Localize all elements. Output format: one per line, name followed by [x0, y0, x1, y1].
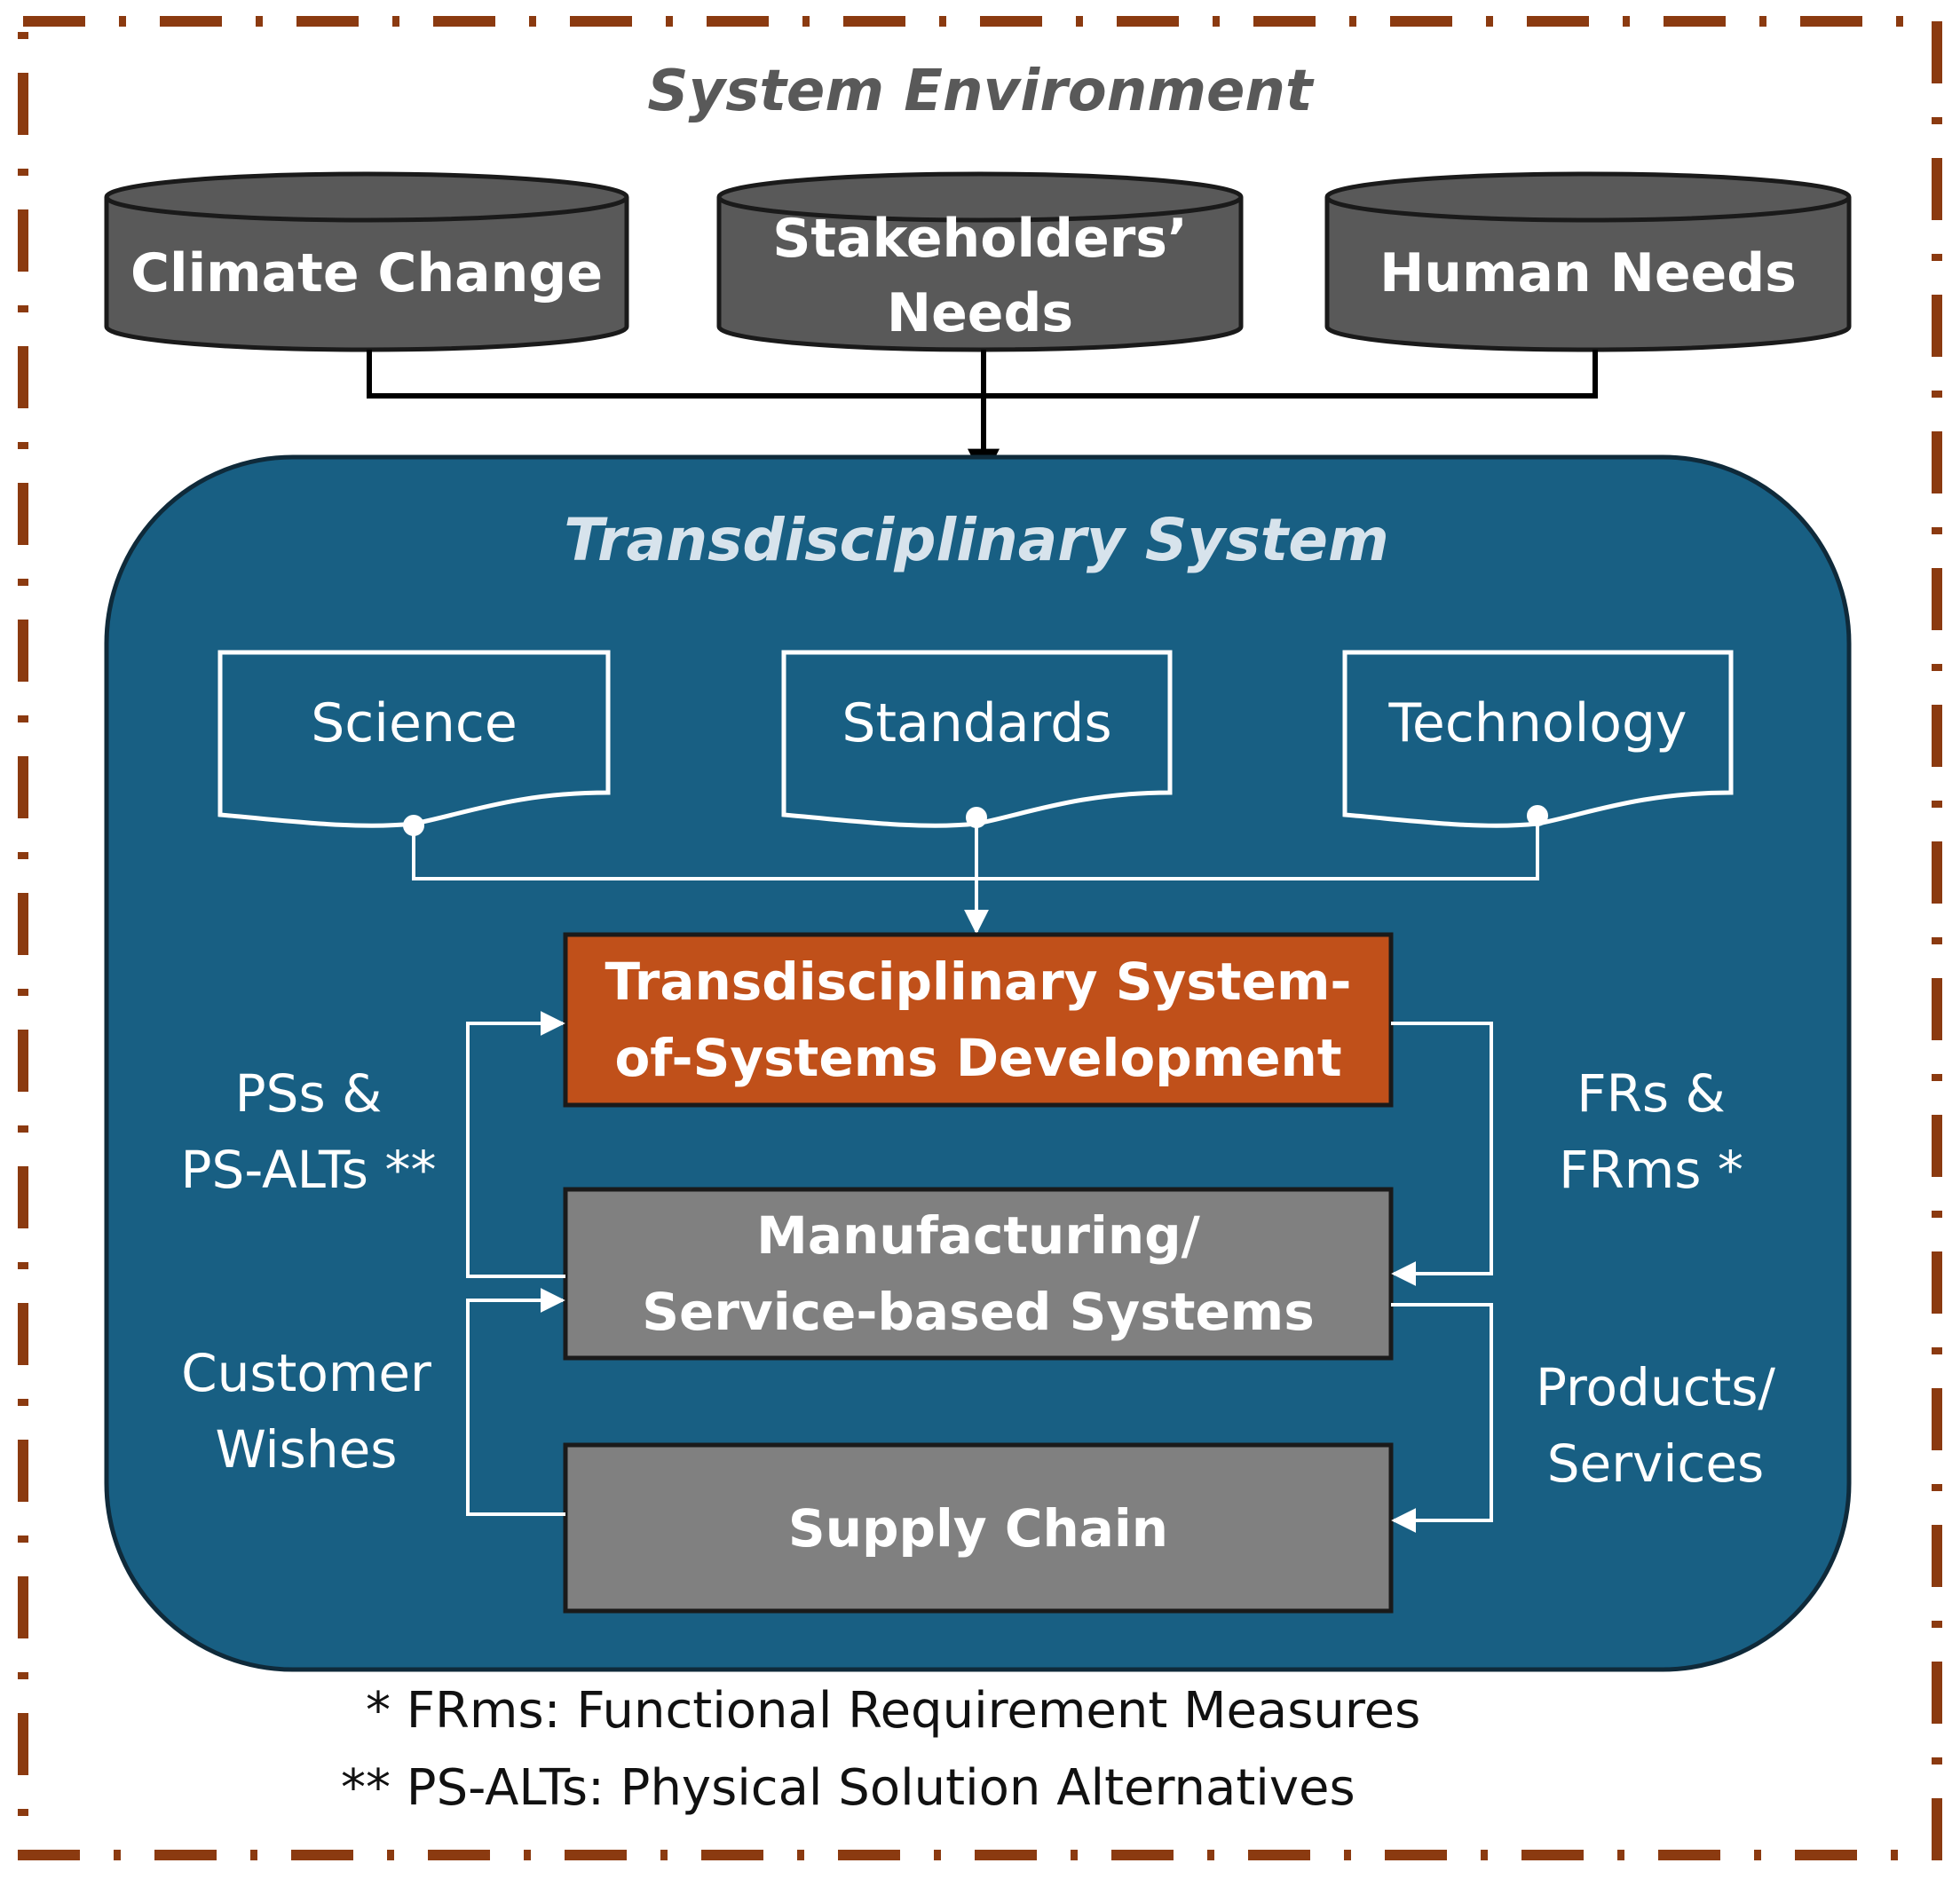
flow-ps-arrow [466, 1011, 565, 1278]
development-box [563, 932, 1394, 1108]
flow-products-arrow [1391, 1303, 1493, 1533]
footnote-psalts: ** PS-ALTs: Physical Solution Alternativ… [341, 1759, 1355, 1817]
supply-chain-box [563, 1442, 1394, 1614]
flow-connectors [466, 1011, 1493, 1533]
manufacturing-box [563, 1187, 1394, 1361]
document-technology-label: Technology [1388, 692, 1687, 754]
document-science-label: Science [311, 692, 518, 754]
flow-fr-arrow [1391, 1022, 1493, 1286]
manufacturing-box-label: Manufacturing/ Service-based Systems [642, 1205, 1315, 1342]
development-box-label: Transdisciplinary System- of-Systems Dev… [605, 951, 1352, 1088]
cylinder-human-needs [1324, 171, 1852, 352]
supply-chain-box-label: Supply Chain [787, 1497, 1169, 1559]
document-standards-label: Standards [842, 692, 1112, 754]
flow-customer-arrow [466, 1288, 565, 1516]
cylinder-stakeholders-needs [716, 171, 1244, 352]
input-stakeholders-needs-label: Stakeholders’ Needs [772, 208, 1188, 344]
knowledge-connector [403, 805, 1548, 935]
system-title: Transdisciplinary System [564, 505, 1389, 574]
flow-products-label: Products/ Services [1536, 1357, 1775, 1494]
cylinder-climate-change [104, 171, 629, 352]
environment-border [18, 16, 1942, 1860]
footnote-frms: * FRms: Functional Requirement Measures [366, 1682, 1421, 1740]
environment-title: System Environment [647, 59, 1313, 124]
flow-fr-label: FRs & FRms * [1559, 1063, 1743, 1200]
input-human-needs-label: Human Needs [1379, 242, 1797, 304]
input-climate-change-label: Climate Change [130, 242, 604, 304]
flow-ps-label: PSs & PS-ALTs ** [180, 1063, 437, 1200]
flow-customer-label: Customer Wishes [181, 1343, 431, 1480]
